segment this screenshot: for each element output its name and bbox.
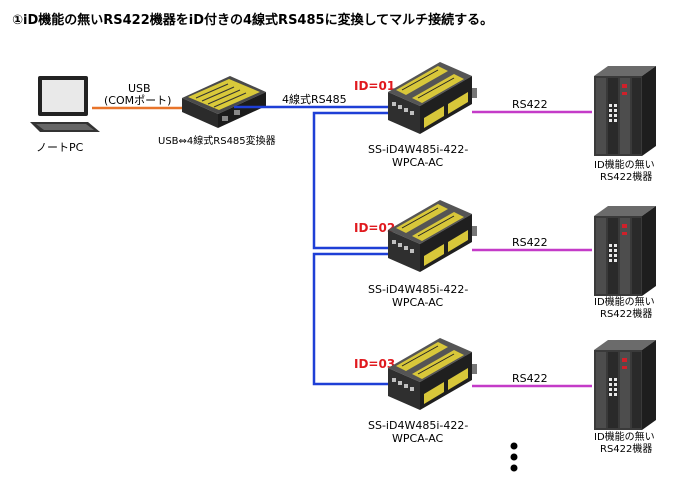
module-id: ID=01 bbox=[354, 79, 395, 93]
pc-label: ノートPC bbox=[36, 141, 84, 154]
more-modules-dots-icon bbox=[510, 442, 518, 472]
device-label: ID機能の無い bbox=[594, 158, 655, 171]
device-label: ID機能の無い bbox=[594, 295, 655, 308]
rs422-label: RS422 bbox=[512, 372, 548, 385]
module-name: SS-iD4W485i-422- bbox=[368, 283, 468, 296]
rs422-device-icon bbox=[594, 66, 656, 156]
rs422-label: RS422 bbox=[512, 98, 548, 111]
device-label: RS422機器 bbox=[600, 170, 652, 183]
com-port-label: (COMポート) bbox=[104, 94, 171, 107]
usb-rs485-converter-icon bbox=[181, 75, 267, 129]
module-id: ID=03 bbox=[354, 357, 395, 371]
rs422-label: RS422 bbox=[512, 236, 548, 249]
laptop-icon bbox=[30, 76, 100, 132]
converter-label: USB⇔4線式RS485変換器 bbox=[158, 134, 276, 147]
diagram-title: ①iD機能の無いRS422機器をiD付きの4線式RS485に変換してマルチ接続す… bbox=[12, 12, 493, 28]
device-label: RS422機器 bbox=[600, 442, 652, 455]
module-name: SS-iD4W485i-422- bbox=[368, 419, 468, 432]
rs485-label: 4線式RS485 bbox=[282, 92, 347, 106]
module-name: SS-iD4W485i-422- bbox=[368, 143, 468, 156]
module-name: WPCA-AC bbox=[392, 432, 444, 445]
rs485-bus-lines bbox=[234, 105, 392, 386]
rs422-device-icon bbox=[594, 340, 656, 430]
rs422-device-icon bbox=[594, 206, 656, 296]
module-name: WPCA-AC bbox=[392, 296, 444, 309]
isolated-converter-module-icon bbox=[387, 61, 478, 135]
module-id: ID=02 bbox=[354, 221, 395, 235]
device-label: RS422機器 bbox=[600, 307, 652, 320]
usb-label: USB bbox=[128, 82, 151, 95]
device-label: ID機能の無い bbox=[594, 430, 655, 443]
module-name: WPCA-AC bbox=[392, 156, 444, 169]
isolated-converter-module-icon bbox=[387, 199, 478, 273]
isolated-converter-module-icon bbox=[387, 337, 478, 411]
